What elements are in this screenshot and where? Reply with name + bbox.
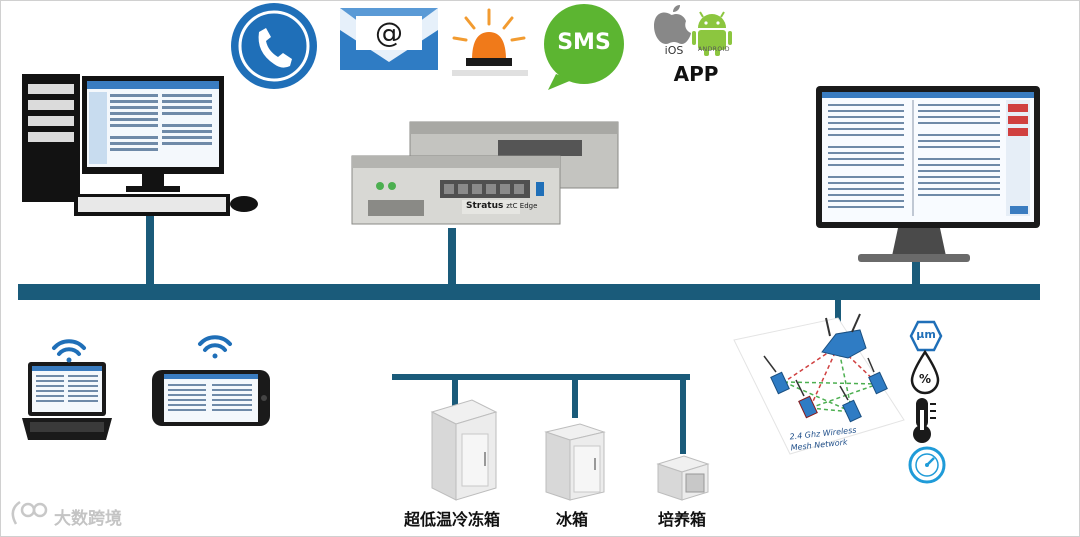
wall-monitor-icon	[816, 86, 1040, 262]
monitor-connector	[912, 262, 920, 286]
watermark-text: 大数跨境	[54, 509, 122, 529]
sensor-node-icon	[763, 355, 790, 395]
email-at-symbol: @	[375, 16, 403, 49]
pc-connector	[146, 212, 154, 286]
tablet-icon	[152, 370, 270, 426]
sensor-node-icon	[867, 357, 888, 395]
alarm-light-icon	[452, 8, 528, 76]
freezer-drop	[452, 376, 458, 412]
laptop-wifi-icon	[52, 339, 86, 363]
thermometer-icon	[913, 398, 936, 443]
fridge-drop	[572, 376, 578, 418]
watermark-logo-icon	[11, 500, 48, 525]
sensor-node-icon	[795, 379, 818, 419]
secondary-bus	[392, 374, 690, 380]
android-logo-icon	[692, 11, 732, 56]
app-label: APP	[673, 62, 719, 86]
sms-label: SMS	[557, 30, 611, 55]
humidity-drop-icon	[910, 349, 940, 395]
particle-size-icon	[909, 320, 943, 352]
server-model: ztC Edge	[506, 202, 538, 210]
wireless-gateway-icon	[821, 313, 867, 359]
main-network-bus	[18, 284, 1040, 300]
sms-bubble-icon	[544, 4, 624, 90]
server-brand: Stratus	[466, 201, 504, 211]
incubator-label: 培养箱	[658, 510, 707, 529]
phone-call-icon	[231, 3, 317, 89]
refrigerator-label: 冰箱	[556, 510, 589, 529]
wireless-mesh-network	[733, 317, 905, 455]
android-label: ANDROID	[698, 46, 730, 53]
micron-label: μm	[916, 328, 936, 341]
apple-logo-icon	[654, 5, 691, 44]
tablet-wifi-icon	[198, 335, 232, 359]
ios-label: iOS	[664, 44, 684, 57]
refrigerator-icon	[544, 423, 606, 501]
server-connector	[448, 228, 456, 286]
incubator-icon	[656, 455, 710, 501]
email-icon	[340, 8, 438, 70]
sensor-node-icon	[839, 385, 862, 423]
desktop-pc-icon	[22, 74, 258, 216]
incubator-drop	[680, 376, 686, 454]
pressure-gauge-icon	[908, 446, 946, 484]
edge-server-icon	[351, 121, 619, 225]
laptop-icon	[22, 362, 112, 440]
server-brand-label: Stratus ztC Edge	[466, 201, 537, 211]
humidity-label: %	[918, 372, 932, 386]
ultra-low-freezer-icon	[430, 399, 498, 501]
gateway-connector	[835, 298, 841, 328]
ultra-low-freezer-label: 超低温冷冻箱	[404, 510, 501, 529]
